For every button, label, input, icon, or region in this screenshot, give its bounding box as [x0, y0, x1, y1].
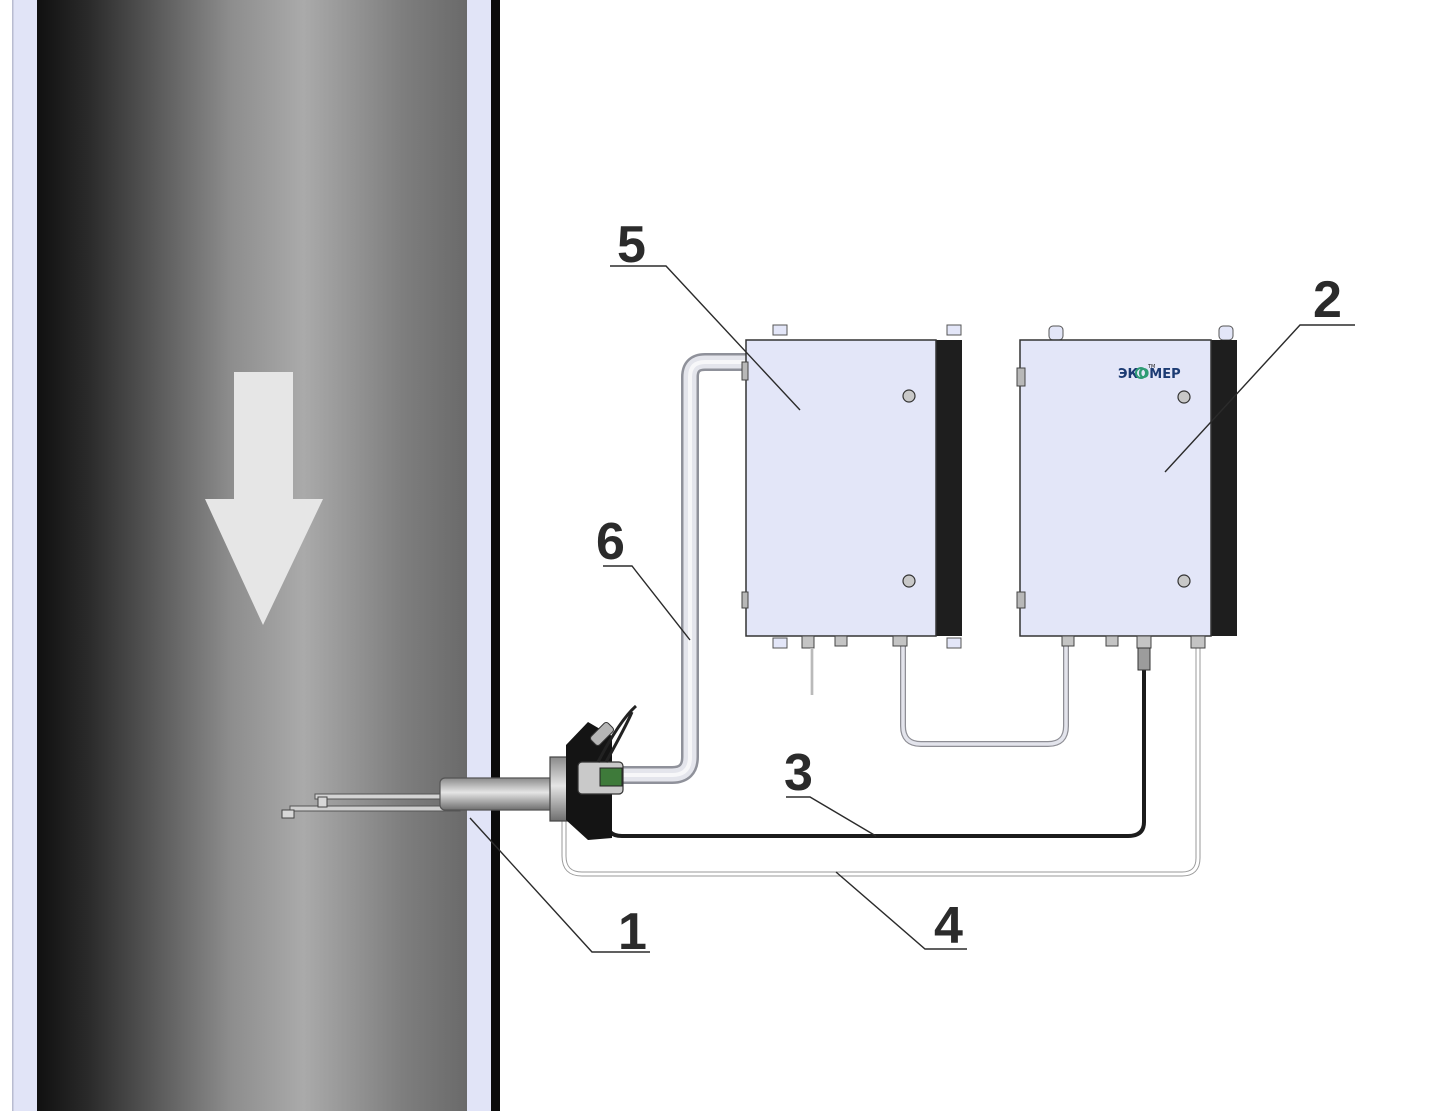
conditioning-cabinet — [741, 324, 962, 695]
probe-signal-cable — [596, 704, 638, 763]
leader-line-1 — [469, 817, 650, 953]
door-lock-top — [1177, 390, 1191, 404]
brand-logo-text: ЭКОМЕР — [1118, 367, 1181, 382]
callout-5: 5 — [617, 216, 646, 274]
door-lock-bottom — [1177, 574, 1191, 588]
callout-6: 6 — [596, 513, 625, 571]
sample-line-6 — [609, 353, 754, 784]
door-lock-bottom — [902, 574, 916, 588]
brand-logo-leaf-icon — [1135, 367, 1147, 379]
probe-tube-lower — [289, 805, 461, 812]
probe-tube-upper — [314, 793, 456, 800]
analyzer-cabinet-side — [1210, 340, 1237, 636]
leader-line-2 — [1164, 324, 1355, 473]
duct-wall-left — [12, 0, 37, 1111]
duct-wall-right — [467, 0, 491, 1111]
callout-2: 2 — [1313, 271, 1342, 329]
leader-line-3 — [786, 796, 877, 837]
leader-line-5 — [610, 265, 801, 411]
duct-wall-left-edge — [12, 0, 14, 1111]
conditioning-cabinet-side — [935, 340, 962, 636]
brand-trademark: TM — [1147, 364, 1155, 370]
brand-logo: ЭКОМЕР TM — [1118, 364, 1181, 382]
probe-body — [439, 777, 561, 811]
inter-cabinet-cable — [900, 641, 1069, 747]
probe-fitting — [599, 767, 623, 787]
callout-numbers: 5 2 6 3 4 1 — [596, 216, 1342, 961]
callout-4: 4 — [934, 897, 963, 955]
leader-line-6 — [603, 565, 691, 641]
conditioning-cabinet-face — [745, 339, 937, 637]
cable-4 — [561, 639, 1201, 877]
callout-1: 1 — [618, 903, 647, 961]
flow-direction-arrow-icon — [205, 372, 323, 625]
probe-flange — [549, 756, 569, 822]
analyzer-cabinet: ЭКОМЕР TM — [1016, 325, 1237, 671]
duct-outer-shell — [491, 0, 500, 1111]
callout-3: 3 — [784, 744, 813, 802]
leader-line-4 — [835, 871, 967, 950]
sampling-probe — [281, 704, 638, 840]
door-lock-top — [902, 389, 916, 403]
analyzer-cabinet-face — [1019, 339, 1212, 637]
leader-lines — [469, 265, 1355, 953]
